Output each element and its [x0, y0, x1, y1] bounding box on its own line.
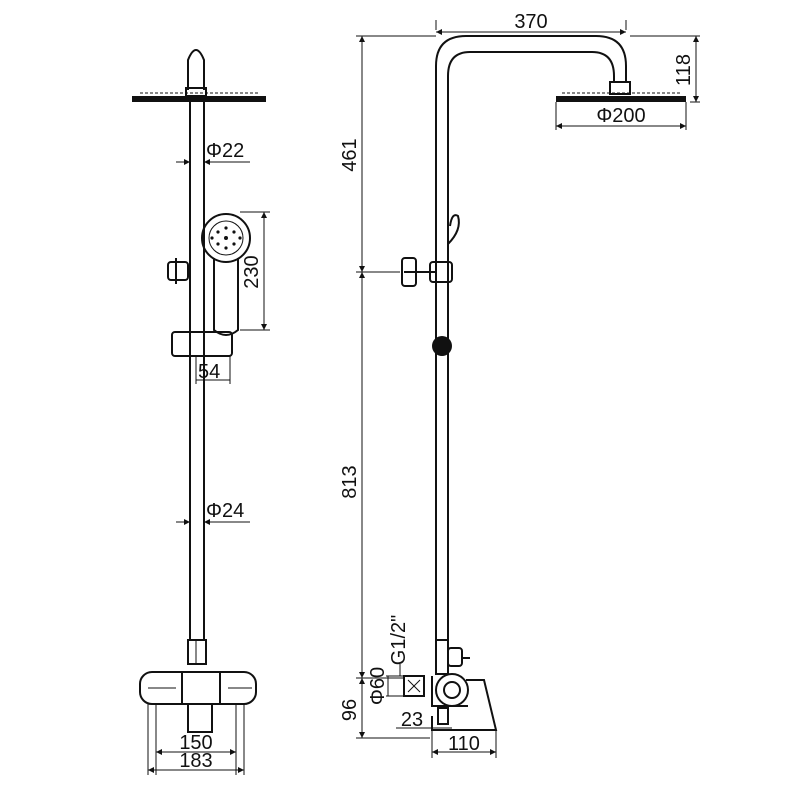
dim-valve-width: 150 183	[147, 704, 245, 775]
front-rain-head	[132, 87, 266, 102]
front-view: Φ22 Φ24 230 54	[132, 49, 270, 775]
side-hose	[447, 214, 460, 245]
dim-escutcheon-label: Φ60	[367, 667, 389, 705]
dim-slider-width-label: 54	[198, 361, 220, 383]
dim-pipe-lower: Φ24	[176, 500, 250, 525]
front-mixer	[139, 639, 257, 733]
side-head-connector	[609, 81, 631, 95]
dim-lower-length-label: 813	[339, 465, 361, 498]
front-top-pipe	[187, 49, 205, 90]
side-arm-inner	[447, 51, 615, 640]
dim-thread-label: G1/2"	[388, 615, 410, 665]
dim-pipe-upper: Φ22	[176, 140, 250, 165]
dim-head-height: 118	[630, 35, 700, 103]
dim-valve-inner-label: 150	[179, 732, 212, 754]
dim-width-top-label: 370	[514, 11, 547, 33]
side-diverter	[435, 639, 470, 675]
dim-pipe-lower-label: Φ24	[206, 500, 244, 522]
dim-vertical-chain: 461 813 96	[339, 35, 436, 739]
dim-upper-length-label: 461	[339, 138, 361, 171]
dim-head-height-label: 118	[673, 54, 695, 86]
dim-inlet-height-label: 96	[339, 699, 361, 721]
side-rain-head	[556, 92, 686, 102]
side-wall-bracket	[401, 257, 453, 287]
front-slider	[171, 331, 233, 357]
dim-inlet-depth-label: 23	[401, 709, 423, 731]
dim-head-diameter-label: Φ200	[596, 105, 645, 127]
dim-pipe-upper-label: Φ22	[206, 140, 244, 162]
dim-handshower-length: 230	[240, 211, 270, 331]
dim-width-top: 370	[435, 11, 627, 35]
dim-slider-width: 54	[195, 356, 231, 384]
dim-head-diameter: Φ200	[555, 102, 687, 130]
front-wall-bracket	[167, 258, 189, 284]
dim-escutcheon: Φ60 G1/2"	[367, 615, 410, 705]
dim-handshower-length-label: 230	[241, 255, 263, 288]
front-handshower	[201, 213, 251, 336]
side-slider	[432, 336, 452, 356]
side-arm-outer	[435, 35, 627, 640]
dim-valve-outer-label: 183	[179, 750, 212, 772]
dim-inlet-depth: 23	[396, 709, 452, 731]
dim-spout-length: 110	[431, 730, 497, 758]
dim-spout-length-label: 110	[448, 733, 480, 755]
side-view: 370 118 Φ200	[339, 11, 700, 758]
